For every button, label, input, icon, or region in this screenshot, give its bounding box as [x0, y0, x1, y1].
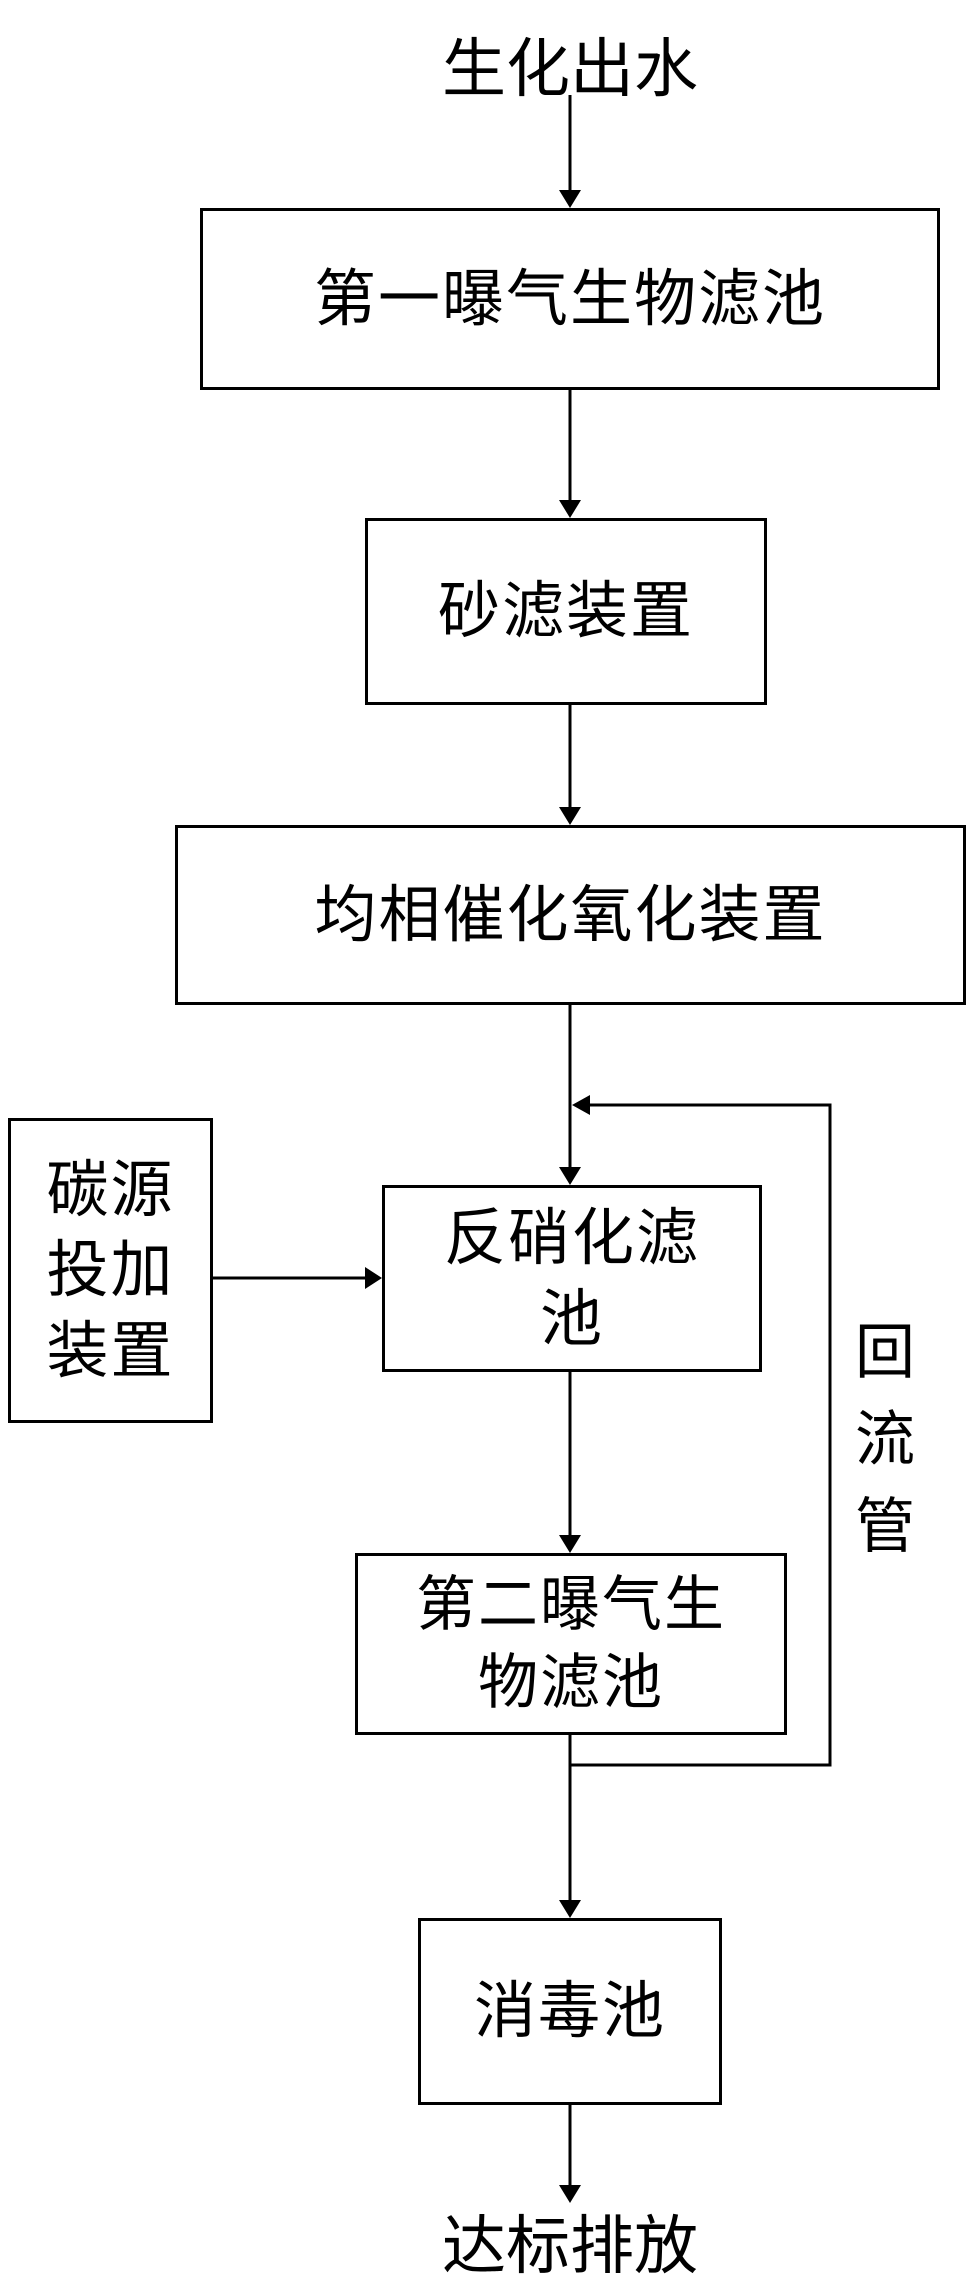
step-second-baf: 第二曝气生 物滤池: [355, 1553, 787, 1735]
carbon-source-dosing-device: 碳源 投加 装置: [8, 1118, 213, 1423]
step-denitrification-line1: 反硝化滤: [443, 1200, 700, 1274]
arrowhead-step4: [559, 1167, 581, 1185]
return-pipe-label: 回 流 管: [845, 1310, 925, 1571]
arrowhead-return: [572, 1095, 590, 1115]
arrowhead-step5: [559, 1535, 581, 1553]
return-pipe-char1: 回: [855, 1318, 915, 1388]
output-label: 达标排放: [442, 2210, 698, 2284]
step-disinfection-tank: 消毒池: [418, 1918, 722, 2105]
arrowhead-step1: [559, 190, 581, 208]
return-pipe-line: [570, 1103, 832, 1767]
step-catalytic-oxidation-label: 均相催化氧化装置: [314, 877, 827, 951]
arrowhead-output: [559, 2185, 581, 2203]
return-pipe-char3: 管: [855, 1492, 915, 1562]
source-label: 生化出水: [442, 33, 698, 107]
step-denitrification-line2: 池: [539, 1281, 604, 1355]
arrowhead-step6: [559, 1900, 581, 1918]
step-sand-filter: 砂滤装置: [365, 518, 767, 705]
carbon-source-line2: 投加: [46, 1233, 175, 1307]
step-first-baf-label: 第一曝气生物滤池: [313, 261, 826, 335]
step-second-baf-line1: 第二曝气生: [416, 1570, 726, 1640]
step-first-baf: 第一曝气生物滤池: [200, 208, 940, 390]
step-sand-filter-label: 砂滤装置: [437, 574, 694, 648]
step-denitrification-filter: 反硝化滤 池: [382, 1185, 762, 1372]
step-disinfection-label: 消毒池: [473, 1974, 666, 2048]
arrowhead-step3: [559, 807, 581, 825]
carbon-source-line3: 装置: [46, 1313, 175, 1387]
return-pipe-char2: 流: [855, 1405, 915, 1475]
step-second-baf-line2: 物滤池: [478, 1648, 664, 1718]
carbon-source-line1: 碳源: [46, 1152, 175, 1226]
arrowhead-carbon: [365, 1267, 382, 1289]
step-catalytic-oxidation: 均相催化氧化装置: [175, 825, 966, 1005]
arrowhead-step2: [559, 500, 581, 518]
